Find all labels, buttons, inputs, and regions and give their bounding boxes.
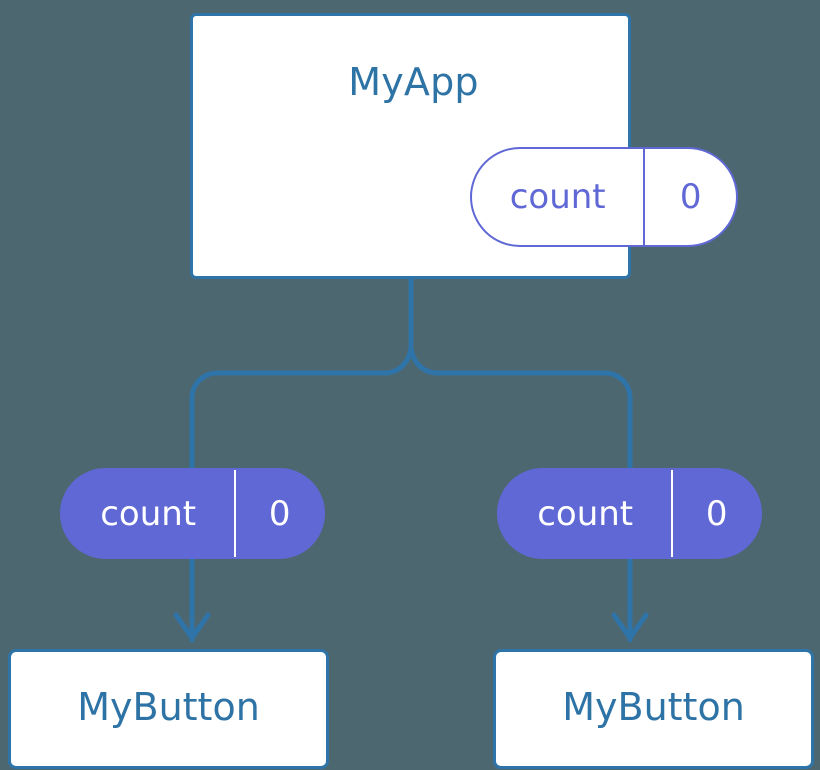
- state-key: count: [472, 149, 646, 245]
- branch-left: [189, 345, 414, 471]
- state-pill-root[interactable]: count 0: [470, 147, 738, 247]
- component-card-mybutton-1[interactable]: MyButton: [493, 649, 814, 769]
- state-value: 0: [705, 493, 728, 534]
- branch-right: [408, 345, 633, 471]
- component-label-mybutton: MyButton: [562, 685, 745, 729]
- component-card-myapp[interactable]: MyApp count 0: [190, 13, 738, 279]
- state-value: 0: [679, 177, 702, 217]
- component-label-mybutton: MyButton: [77, 685, 260, 729]
- state-key: count: [499, 470, 674, 557]
- prop-arrow-right-head: [611, 612, 649, 641]
- state-pill-child-1[interactable]: count 0: [497, 468, 762, 559]
- component-label-myapp: MyApp: [348, 60, 479, 104]
- prop-arrow-left-head: [173, 612, 211, 641]
- state-value: 0: [268, 493, 291, 534]
- state-pill-child-0[interactable]: count 0: [60, 468, 325, 559]
- state-key: count: [62, 470, 237, 557]
- component-card-mybutton-0[interactable]: MyButton: [8, 649, 329, 769]
